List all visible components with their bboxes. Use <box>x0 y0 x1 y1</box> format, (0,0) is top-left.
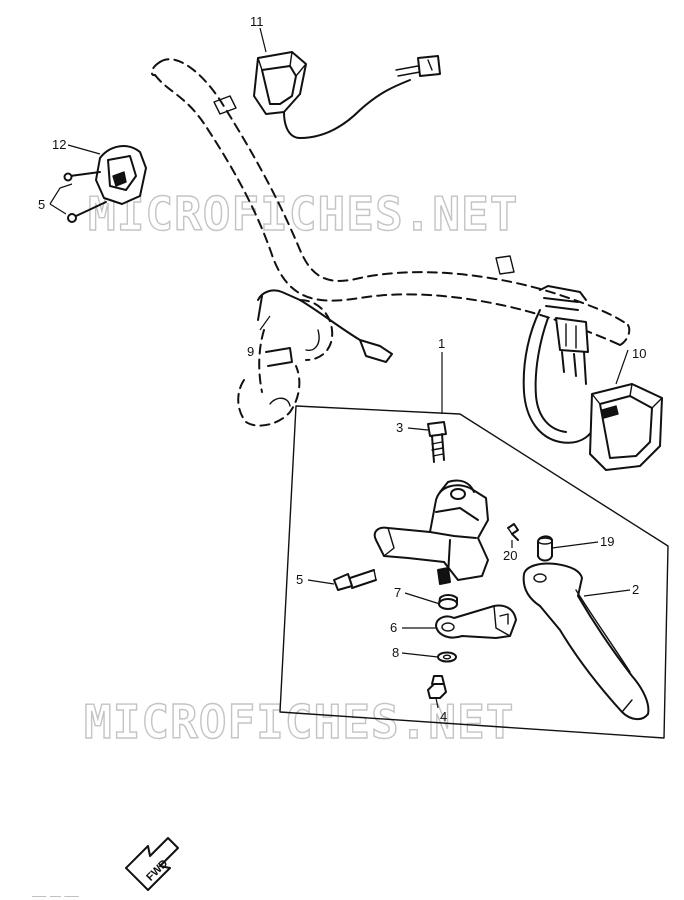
handlebar-outline <box>150 58 631 346</box>
leader-lines <box>49 27 631 709</box>
callout-9: 9 <box>247 344 254 359</box>
lever-part-2 <box>522 562 650 720</box>
callout-1: 1 <box>438 336 445 351</box>
bush-part-7 <box>438 594 458 610</box>
fwd-arrow: FWD <box>125 837 179 891</box>
callout-3: 3 <box>396 420 403 435</box>
bolt-part-3 <box>427 421 447 463</box>
assembly-outline <box>279 405 669 739</box>
callout-20: 20 <box>503 548 517 563</box>
holder-part-1 <box>373 479 489 585</box>
callout-19: 19 <box>600 534 614 549</box>
callout-7: 7 <box>394 585 401 600</box>
callout-10: 10 <box>632 346 646 361</box>
switch-part-9 <box>237 289 393 427</box>
clip-part-20 <box>507 523 519 541</box>
watermark-bottom: MICROFICHES.NET <box>84 695 514 749</box>
washer-part-8 <box>437 651 457 663</box>
callout-4: 4 <box>440 709 447 724</box>
collar-part-19 <box>537 535 553 562</box>
callout-6: 6 <box>390 620 397 635</box>
footer-code: ____ ___ ____ <box>31 891 79 898</box>
nut-part-4 <box>427 675 447 699</box>
switch-part-11 <box>253 51 441 139</box>
callout-11: 11 <box>250 14 264 29</box>
bolt-part-5 <box>333 569 377 591</box>
callout-8: 8 <box>392 645 399 660</box>
watermark-top: MICROFICHES.NET <box>88 187 518 241</box>
callout-2: 2 <box>632 582 639 597</box>
arm-part-6 <box>435 604 517 639</box>
switch-part-12 <box>63 145 147 223</box>
callout-5-upper: 5 <box>38 197 45 212</box>
callout-5-lever: 5 <box>296 572 303 587</box>
callout-12: 12 <box>52 137 66 152</box>
switch-part-10 <box>522 285 663 471</box>
